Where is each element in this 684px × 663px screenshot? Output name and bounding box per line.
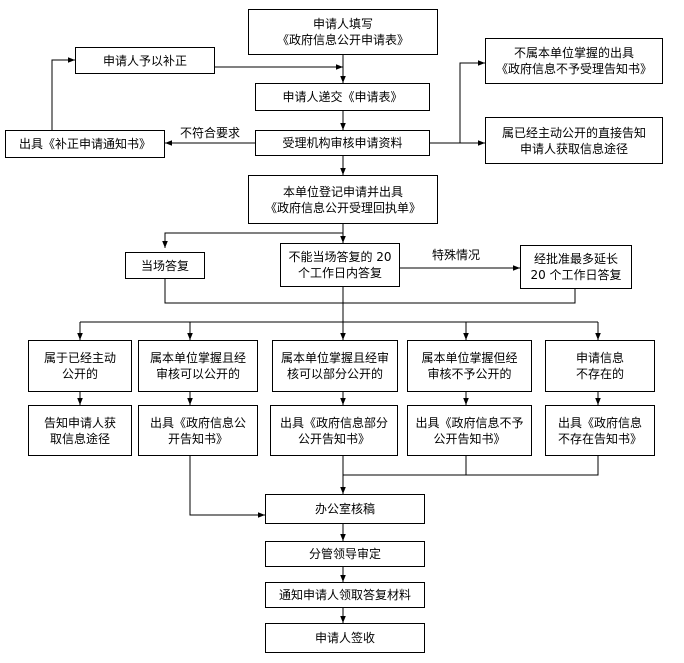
node-text-line: 开告知书》 [167,431,228,446]
node-text-line: 《政府信息不予受理告知书》 [495,62,652,76]
node-reply-now: 当场答复 [125,252,205,279]
node-text-line: 公开告知书》 [297,431,370,446]
node-text-line: 出具《政府信息不予 [415,415,524,430]
edge-review-to-not-held [430,60,485,144]
node-text-line: 审核可以公开的 [155,367,240,381]
node-text-line: 属于已经主动 [43,351,116,365]
node-text-line: 分管领导审定 [308,547,381,561]
edge-r4-merge [343,456,467,476]
node-text-line: 经批准最多延长 [533,252,618,266]
edge-r5-merge [466,456,599,476]
edge-reply-now-merge [164,279,576,304]
node-text-line: 公开告知书》 [433,431,506,446]
node-text-line: 核可以部分公开的 [286,367,383,381]
node-review: 受理机构审核申请资料 [255,130,430,156]
node-case-4: 属本单位掌握但经审核不予公开的 [407,340,532,392]
node-text-line: 通知申请人领取答复材料 [278,588,411,602]
node-text-line: 申请信息 [575,351,624,365]
node-applicant-sign: 申请人签收 [265,623,425,653]
node-case-1: 属于已经主动公开的 [28,340,132,392]
node-text-line: 公开的 [61,367,98,381]
node-case-2: 属本单位掌握且经审核可以公开的 [138,340,258,392]
node-text-line: 申请人填写 [312,17,373,31]
node-text-line: 属本单位掌握但经 [421,351,518,365]
node-text-line: 不存在的 [575,367,624,381]
node-case-5: 申请信息不存在的 [545,340,655,392]
node-result-5: 出具《政府信息不存在告知书》 [545,405,655,456]
node-correction-notice: 出具《补正申请通知书》 [5,130,165,158]
node-text-line: 办公室核稿 [314,502,375,516]
node-notify-applicant: 通知申请人领取答复材料 [265,582,425,608]
node-text-line: 取信息途径 [49,431,110,446]
node-text-line: 告知申请人获 [43,415,116,430]
node-text-line: 不属本单位掌握的出具 [513,46,634,60]
node-text-line: 审核不予公开的 [427,367,512,381]
node-text-line: 出具《政府信息部分 [279,415,388,430]
node-text-line: 属本单位掌握且经审 [280,351,389,365]
node-text-line: 属本单位掌握且经 [149,351,246,365]
node-submit: 申请人递交《申请表》 [255,83,430,111]
node-supplement: 申请人予以补正 [75,47,215,74]
node-fill-form: 申请人填写《政府信息公开申请表》 [248,9,438,55]
node-text-line: 出具《补正申请通知书》 [18,137,151,151]
node-text-line: 属已经主动公开的直接告知 [501,125,646,140]
node-result-4: 出具《政府信息不予公开告知书》 [407,405,532,456]
node-text-line: 申请人签收 [314,631,375,645]
edge-label-not-meet: 不符合要求 [180,126,241,140]
node-already-public: 属已经主动公开的直接告知申请人获取信息途径 [485,117,663,164]
node-leader-approve: 分管领导审定 [265,541,425,567]
edge-r2-to-office [189,456,265,518]
node-text-line: 出具《政府信息 [557,415,642,430]
node-text-line: 本单位登记申请并出具 [282,184,403,199]
node-result-3: 出具《政府信息部分公开告知书》 [270,405,398,456]
node-text-line: 不能当场答复的 20 [288,250,392,264]
node-text-line: 《政府信息公开申请表》 [276,33,409,47]
node-result-2: 出具《政府信息公开告知书》 [138,405,258,456]
node-result-1: 告知申请人获取信息途径 [28,405,132,456]
node-register: 本单位登记申请并出具《政府信息公开受理回执单》 [248,175,438,224]
node-extend: 经批准最多延长 20 个工作日答复 [520,245,632,289]
node-text-line: 个工作日内答复 [297,266,382,280]
edge-correction-to-supplement [51,57,75,130]
node-text-line: 申请人予以补正 [102,53,187,68]
node-text-line: 《政府信息公开受理回执单》 [264,200,421,215]
node-text-line: 出具《政府信息公 [149,415,246,430]
node-text-line: 当场答复 [140,258,189,273]
node-text-line: 受理机构审核申请资料 [282,136,403,150]
node-reply-20: 不能当场答复的 20 个工作日内答复 [280,243,400,287]
node-text-line: 20 个工作日答复 [530,268,622,282]
node-text-line: 不存在告知书》 [557,431,642,446]
node-text-line: 申请人递交《申请表》 [282,90,403,104]
node-not-held: 不属本单位掌握的出具《政府信息不予受理告知书》 [485,38,663,84]
edge-label-special: 特殊情况 [432,248,481,262]
node-text-line: 申请人获取信息途径 [519,141,628,156]
node-office-review: 办公室核稿 [265,494,425,524]
node-case-3: 属本单位掌握且经审核可以部分公开的 [272,340,398,392]
